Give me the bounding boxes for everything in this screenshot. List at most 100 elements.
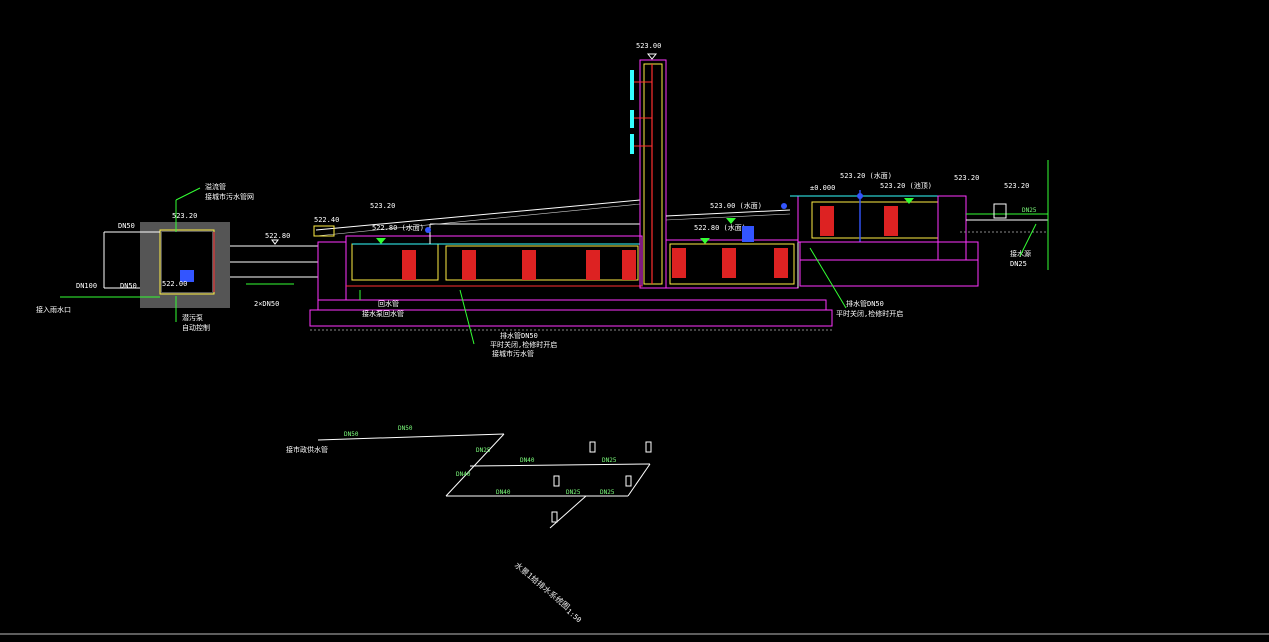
iso-dn-6: DN25 <box>566 489 581 496</box>
raised-nozzle-icon <box>857 193 863 199</box>
right-note: 接水源 <box>1010 249 1031 258</box>
iso-start-label: 接市政供水管 <box>286 445 328 454</box>
nozzle-icon <box>630 134 634 154</box>
iso-pipe-branch <box>549 495 587 529</box>
right-drain-leader <box>809 247 847 309</box>
wall-nozzles <box>630 70 652 154</box>
isometric-diagram: 接市政供水管 DN50 DN50 DN40 DN25 DN40 DN25 DN2… <box>286 425 652 624</box>
mid-note-2: 接水泵回水管 <box>362 309 404 318</box>
iso-dn-8: DN40 <box>456 471 471 478</box>
iso-dn-3: DN40 <box>520 457 535 464</box>
pump-icon <box>884 206 898 236</box>
right-top-slope-2 <box>665 213 791 221</box>
left-high-elev: 523.20 <box>370 202 395 210</box>
mid-note-1: 回水管 <box>378 299 399 308</box>
base-structure <box>309 241 833 331</box>
mid-drain-1: 排水管DN50 <box>500 331 538 340</box>
right-spray-icon <box>781 203 787 209</box>
central-wall-inner <box>643 63 663 285</box>
nozzle-icon <box>630 110 634 128</box>
central-wall-outer <box>639 59 667 289</box>
left-nozzle-icon <box>425 227 431 233</box>
mid-drain-leader <box>459 289 475 345</box>
connector-pipes: 2×DN50 522.80 <box>230 232 318 308</box>
well-top-elev: 523.20 <box>172 212 197 220</box>
iso-pipe-main <box>317 433 505 441</box>
well-bottom-note2: 自动控制 <box>182 323 210 332</box>
left-wall <box>317 241 347 301</box>
right-nozzle-icon <box>742 226 754 242</box>
left-pond: 523.20 522.80 (水面) 522.40 回水管 接水泵回水管 排水管… <box>313 199 643 358</box>
iso-scale: 1:50 <box>565 607 583 624</box>
pump-icon <box>820 206 834 236</box>
left-top-slope-2 <box>315 203 641 237</box>
right-pumps <box>672 248 788 278</box>
pump-icon <box>522 250 536 280</box>
right-water-elev: 523.00 (水面) <box>710 201 762 210</box>
iso-nozzle-icon <box>625 475 632 487</box>
right-dn-small: DN25 <box>1022 207 1037 214</box>
pump-icon <box>402 250 416 280</box>
central-wall: 523.00 <box>630 42 667 289</box>
raised-water-marker <box>904 198 914 204</box>
pump-icon <box>672 248 686 278</box>
top-elev-marker <box>646 53 658 60</box>
left-water-marker <box>376 238 386 244</box>
left-pond-inner-a <box>351 243 439 281</box>
mid-drain-2: 平时关闭,检修时开启 <box>490 340 557 349</box>
well-top-note: 溢流管 <box>205 182 226 191</box>
pump-icon <box>774 248 788 278</box>
iso-dn-4: DN25 <box>602 457 617 464</box>
iso-dn-7: DN25 <box>600 489 615 496</box>
iso-nozzle-icon <box>551 511 558 523</box>
nozzle-icon <box>630 70 634 100</box>
well-pump-icon <box>180 270 194 282</box>
right-drain-1: 排水管DN50 <box>846 299 884 308</box>
pipe-pair-label: 2×DN50 <box>254 300 279 308</box>
well-dn-1: DN50 <box>118 222 135 230</box>
right-drain-2: 平时关闭,检修时开启 <box>836 309 903 318</box>
right-water-elev-2: 522.80 (水面) <box>694 223 746 232</box>
left-pumps <box>402 250 636 280</box>
iso-dn-5: DN40 <box>496 489 511 496</box>
right-pond: 523.00 (水面) 522.80 (水面) <box>665 201 799 289</box>
iso-nozzle-icon <box>645 441 652 453</box>
pump-icon <box>722 248 736 278</box>
raised-pond-wall <box>797 195 939 243</box>
base-slab-upper <box>317 299 827 311</box>
left-mid-elev: 522.40 <box>314 216 339 224</box>
supply-valve-box <box>993 203 1007 219</box>
left-top-slope <box>315 199 641 231</box>
collection-well: 溢流管 接城市污水管网 523.20 522.00 潜污泵 自动控制 DN50 … <box>36 182 254 332</box>
well-leader-top-2 <box>175 187 201 201</box>
raised-pond: 523.20 (水面) 523.20 (池顶) ±0.000 排水管DN50 平… <box>790 171 979 318</box>
top-elev: 523.00 <box>636 42 661 50</box>
iso-dn-2: DN50 <box>398 425 413 432</box>
raised-base-2 <box>799 259 979 287</box>
right-end-wall <box>937 195 967 261</box>
iso-nozzle-icon <box>553 475 560 487</box>
pump-icon <box>586 250 600 280</box>
iso-dn-1: DN50 <box>344 431 359 438</box>
left-pond-inner-b <box>445 245 639 281</box>
right-zero: ±0.000 <box>810 184 835 192</box>
left-edge-marker <box>271 239 279 245</box>
well-top-note2: 接城市污水管网 <box>205 192 254 201</box>
right-water-marker-2 <box>726 218 736 224</box>
pump-icon <box>622 250 636 280</box>
left-water-elev: 522.80 (水面) <box>372 223 424 232</box>
left-edge-elev: 522.80 <box>265 232 290 240</box>
well-bottom-elev: 522.00 <box>162 280 187 288</box>
well-bottom-note: 潜污泵 <box>182 313 203 322</box>
well-dn-3: DN100 <box>76 282 97 290</box>
inlet-note: 接入雨水口 <box>36 305 71 314</box>
pump-icon <box>462 250 476 280</box>
right-dn: DN25 <box>1010 260 1027 268</box>
raised-base-1 <box>799 241 979 261</box>
right-edge-elev-1: 523.20 <box>954 174 979 182</box>
well-dn-2: DN50 <box>120 282 137 290</box>
right-top-slope <box>665 209 791 217</box>
right-water-marker <box>700 238 710 244</box>
